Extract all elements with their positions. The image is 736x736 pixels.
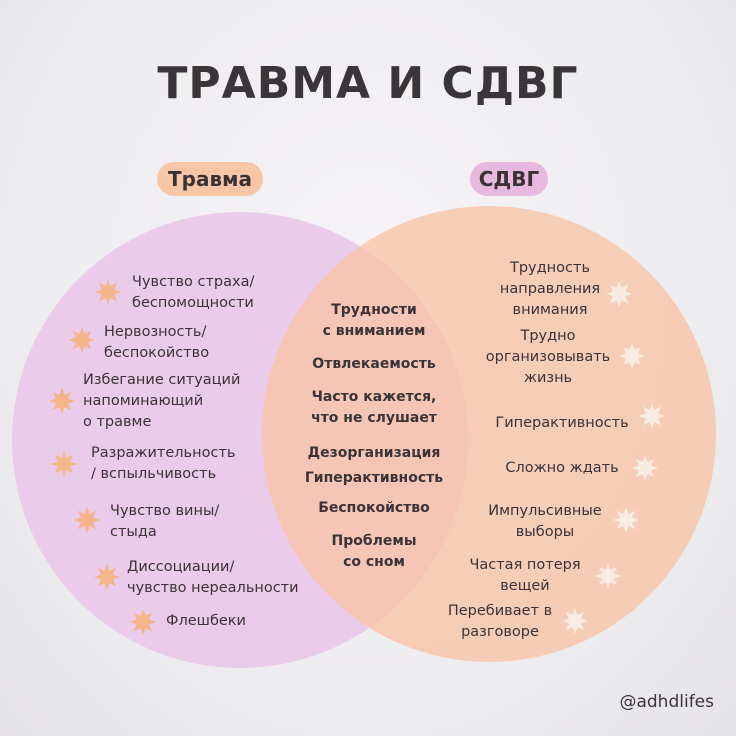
overlap-item: Проблемы со сном: [331, 533, 417, 570]
author-handle: @adhdlifes: [619, 692, 714, 712]
star-icon: [639, 403, 665, 429]
star-icon: [632, 455, 658, 481]
star-icon: [619, 343, 645, 369]
trauma-label: Травма: [157, 162, 263, 196]
star-icon: [69, 327, 95, 353]
adhd-item: Перебивает в разговоре: [447, 603, 553, 640]
star-icon: [95, 279, 121, 305]
adhd-item: Частая потеря вещей: [469, 557, 581, 594]
trauma-item: Чувство страха/ беспомощности: [132, 274, 255, 311]
star-icon: [94, 564, 120, 590]
trauma-item: Чувство вины/ стыда: [110, 503, 220, 540]
star-icon: [562, 608, 588, 634]
trauma-item: Флешбеки: [166, 613, 246, 629]
adhd-item: Трудность направления внимания: [499, 260, 601, 318]
star-icon: [613, 507, 639, 533]
trauma-item: Диссоциации/ чувство нереальности: [127, 559, 299, 596]
star-icon: [606, 281, 632, 307]
overlap-item: Беспокойство: [318, 500, 430, 516]
star-icon: [49, 388, 75, 414]
star-icon: [595, 563, 621, 589]
overlap-item: Трудности с вниманием: [322, 302, 426, 339]
trauma-item: Избегание ситуаций напоминающий о травме: [83, 372, 241, 430]
diagram-title: ТРАВМА И СДВГ: [157, 58, 579, 109]
overlap-item: Гиперактивность: [304, 470, 444, 486]
adhd-item: Трудно организовывать жизнь: [485, 328, 611, 386]
overlap-item: Отвлекаемость: [312, 356, 436, 372]
trauma-item: Разражительность / вспыльчивость: [91, 445, 236, 482]
adhd-item: Сложно ждать: [505, 460, 619, 476]
star-icon: [74, 507, 100, 533]
adhd-label: СДВГ: [470, 162, 548, 196]
overlap-item: Часто кажется, что не слушает: [311, 389, 437, 426]
trauma-item: Нервозность/ беспокойство: [104, 324, 210, 361]
overlap-item: Дезорганизация: [307, 445, 441, 461]
star-icon: [51, 451, 77, 477]
star-icon: [130, 609, 156, 635]
adhd-item: Импульсивные выборы: [488, 503, 602, 540]
adhd-circle: [262, 206, 716, 662]
adhd-item: Гиперактивность: [495, 415, 629, 431]
